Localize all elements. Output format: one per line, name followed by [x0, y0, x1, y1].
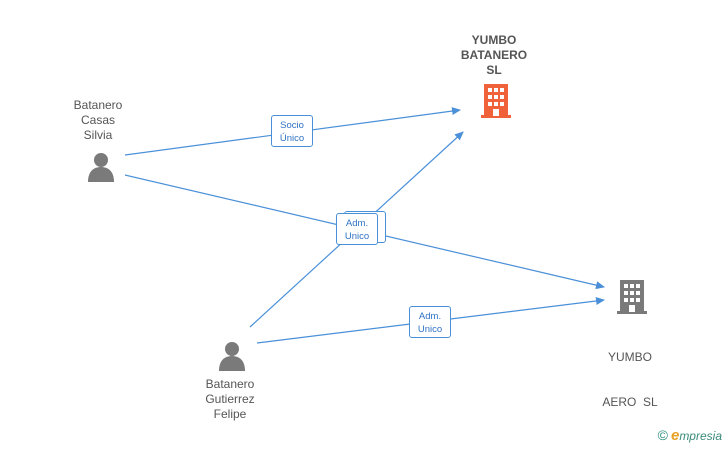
edge-label-line: Adm. — [418, 311, 442, 322]
edge-label-adm-unico-aero[interactable]: Adm. Unico — [409, 306, 451, 338]
node-label-batanero-gutierrez-felipe[interactable]: Batanero Gutierrez Felipe — [190, 377, 270, 422]
copyright-symbol: © — [657, 427, 668, 443]
node-label-line: Casas — [80, 113, 115, 127]
empresia-logo: ©empresia — [658, 427, 722, 444]
node-label-line: SL — [486, 63, 502, 77]
node-label-yumbo-aero-sl[interactable]: YUMBO AERO SL — [592, 320, 668, 425]
edge-label-socio-unico[interactable]: Socio Único — [271, 115, 313, 147]
edge-label-line: Unico — [344, 231, 370, 242]
node-label-line: AERO SL — [602, 395, 658, 409]
person-icon — [88, 153, 114, 182]
edge-label-line: Único — [279, 133, 305, 144]
edge-label-adm-unico-center[interactable]: Adm. Unico — [336, 213, 378, 245]
building-icon — [617, 280, 647, 314]
node-label-line: BATANERO — [460, 48, 528, 62]
node-label-line: Batanero — [73, 98, 123, 112]
node-label-line: Silvia — [83, 128, 113, 142]
edge-label-line: Adm. — [345, 218, 369, 229]
person-icon — [219, 342, 245, 371]
node-label-line: YUMBO — [471, 33, 517, 47]
building-icon — [481, 84, 511, 118]
node-label-yumbo-batanero-sl[interactable]: YUMBO BATANERO SL — [451, 33, 537, 78]
edge-label-line: Unico — [417, 324, 443, 335]
edge-label-line: Socio — [280, 120, 304, 131]
node-label-line: YUMBO — [607, 350, 652, 364]
brand-initial: e — [670, 427, 680, 444]
node-label-batanero-casas-silvia[interactable]: Batanero Casas Silvia — [58, 98, 138, 143]
node-label-line: Felipe — [213, 407, 247, 421]
brand-name: mpresia — [679, 429, 722, 443]
node-label-line: Batanero — [205, 377, 255, 391]
node-label-line: Gutierrez — [205, 392, 255, 406]
